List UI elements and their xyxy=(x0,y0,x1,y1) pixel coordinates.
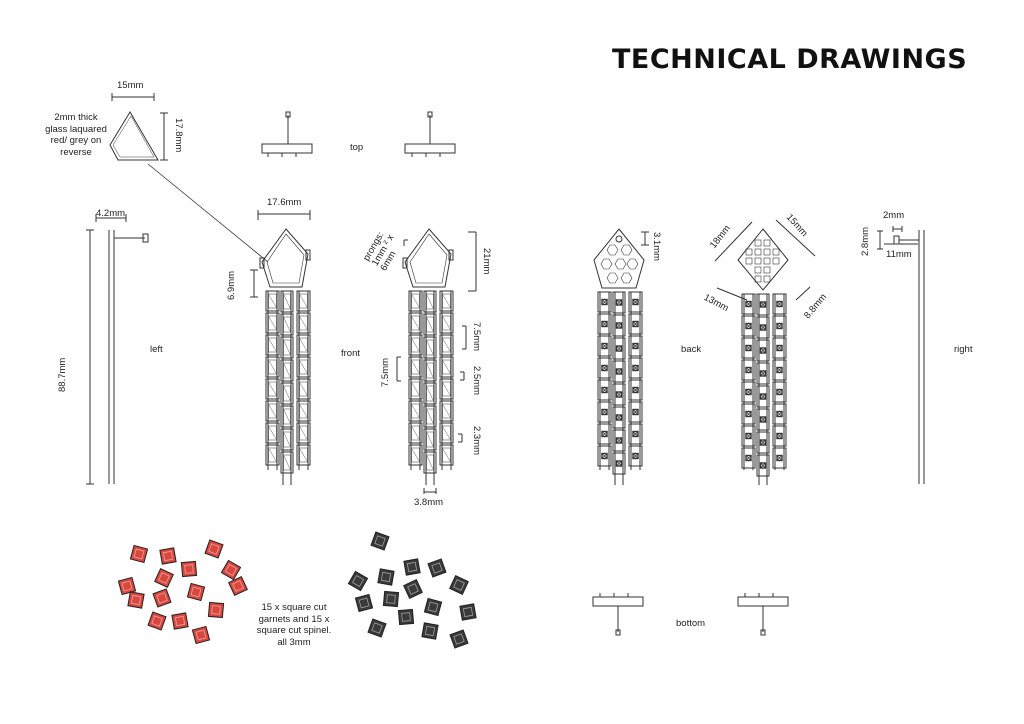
top-view-a xyxy=(261,111,313,157)
spinel-stone xyxy=(423,597,443,617)
front-view-a xyxy=(259,228,311,485)
page-title: TECHNICAL DRAWINGS xyxy=(612,44,968,75)
front-dimension-lines xyxy=(250,210,477,494)
stones-note: 15 x square cut garnets and 15 x square … xyxy=(256,602,332,648)
dim-front-21: 21mm xyxy=(481,248,492,275)
glass-note: 2mm thick glass laquared red/ grey on re… xyxy=(45,112,107,158)
spinel-stone xyxy=(421,622,439,640)
label-top-view: top xyxy=(350,142,364,153)
top-view-b xyxy=(404,111,456,157)
dim-left-width: 4.2mm xyxy=(96,208,126,219)
bottom-view-b xyxy=(737,593,789,636)
left-side-view xyxy=(86,214,149,485)
spinel-stone xyxy=(354,593,374,613)
spinel-stone xyxy=(370,531,390,551)
glass-piece-drawing xyxy=(109,93,269,263)
spinel-stone xyxy=(403,558,421,576)
garnet-stones-group xyxy=(117,539,248,645)
label-back-view: back xyxy=(681,344,702,355)
back-dimension-lines xyxy=(641,219,816,301)
label-bottom-view: bottom xyxy=(676,618,706,629)
right-side-view xyxy=(877,226,925,484)
front-view-b xyxy=(402,228,454,485)
dim-front-2-5: 2.5mm xyxy=(471,366,482,396)
spinel-stone xyxy=(382,590,400,608)
garnet-stone xyxy=(207,601,225,619)
label-front-view: front xyxy=(341,348,361,359)
label-left-view: left xyxy=(150,344,163,355)
dim-front-side: 6.9mm xyxy=(226,270,237,300)
dim-right-11: 11mm xyxy=(886,249,912,260)
spinel-stone xyxy=(449,629,469,649)
spinel-stone xyxy=(427,558,447,578)
garnet-stone xyxy=(220,559,242,581)
spinel-stone xyxy=(459,603,477,621)
garnet-stone xyxy=(117,576,137,596)
garnet-stone xyxy=(186,582,206,602)
garnet-stone xyxy=(204,539,224,559)
dim-front-width: 17.6mm xyxy=(267,197,302,208)
dim-right-2-8: 2.8mm xyxy=(860,226,871,256)
spinel-stone xyxy=(367,618,387,638)
garnet-stone xyxy=(180,560,198,578)
back-view-a xyxy=(593,228,645,485)
dim-front-7-5-b: 7.5mm xyxy=(380,357,391,387)
dim-back-3-1: 3.1mm xyxy=(651,232,662,262)
bottom-view-a xyxy=(592,593,644,636)
garnet-stone xyxy=(171,612,189,630)
spinel-stone xyxy=(347,570,369,592)
garnet-stone xyxy=(159,547,177,565)
dim-front-2-3: 2.3mm xyxy=(471,426,482,456)
label-right-view: right xyxy=(954,344,973,355)
garnet-stone xyxy=(154,568,174,588)
dim-glass-height: 17.8mm xyxy=(173,118,184,153)
garnet-stone xyxy=(152,588,172,608)
dim-front-3-8: 3.8mm xyxy=(414,497,444,508)
dim-front-7-5-a: 7.5mm xyxy=(471,322,482,352)
dim-glass-width: 15mm xyxy=(117,80,144,91)
spinel-stone xyxy=(449,575,469,595)
spinel-stone xyxy=(397,608,415,626)
garnet-stone xyxy=(191,625,211,645)
spinel-stones-group xyxy=(347,531,477,649)
garnet-stone xyxy=(147,611,167,631)
dim-left-length: 88.7mm xyxy=(57,357,68,392)
spinel-stone xyxy=(403,579,423,599)
spinel-stone xyxy=(377,568,395,586)
dim-right-2: 2mm xyxy=(883,210,905,221)
garnet-stone xyxy=(228,576,248,596)
garnet-stone xyxy=(129,544,149,564)
garnet-stone xyxy=(127,591,145,609)
back-view-b xyxy=(737,228,789,485)
